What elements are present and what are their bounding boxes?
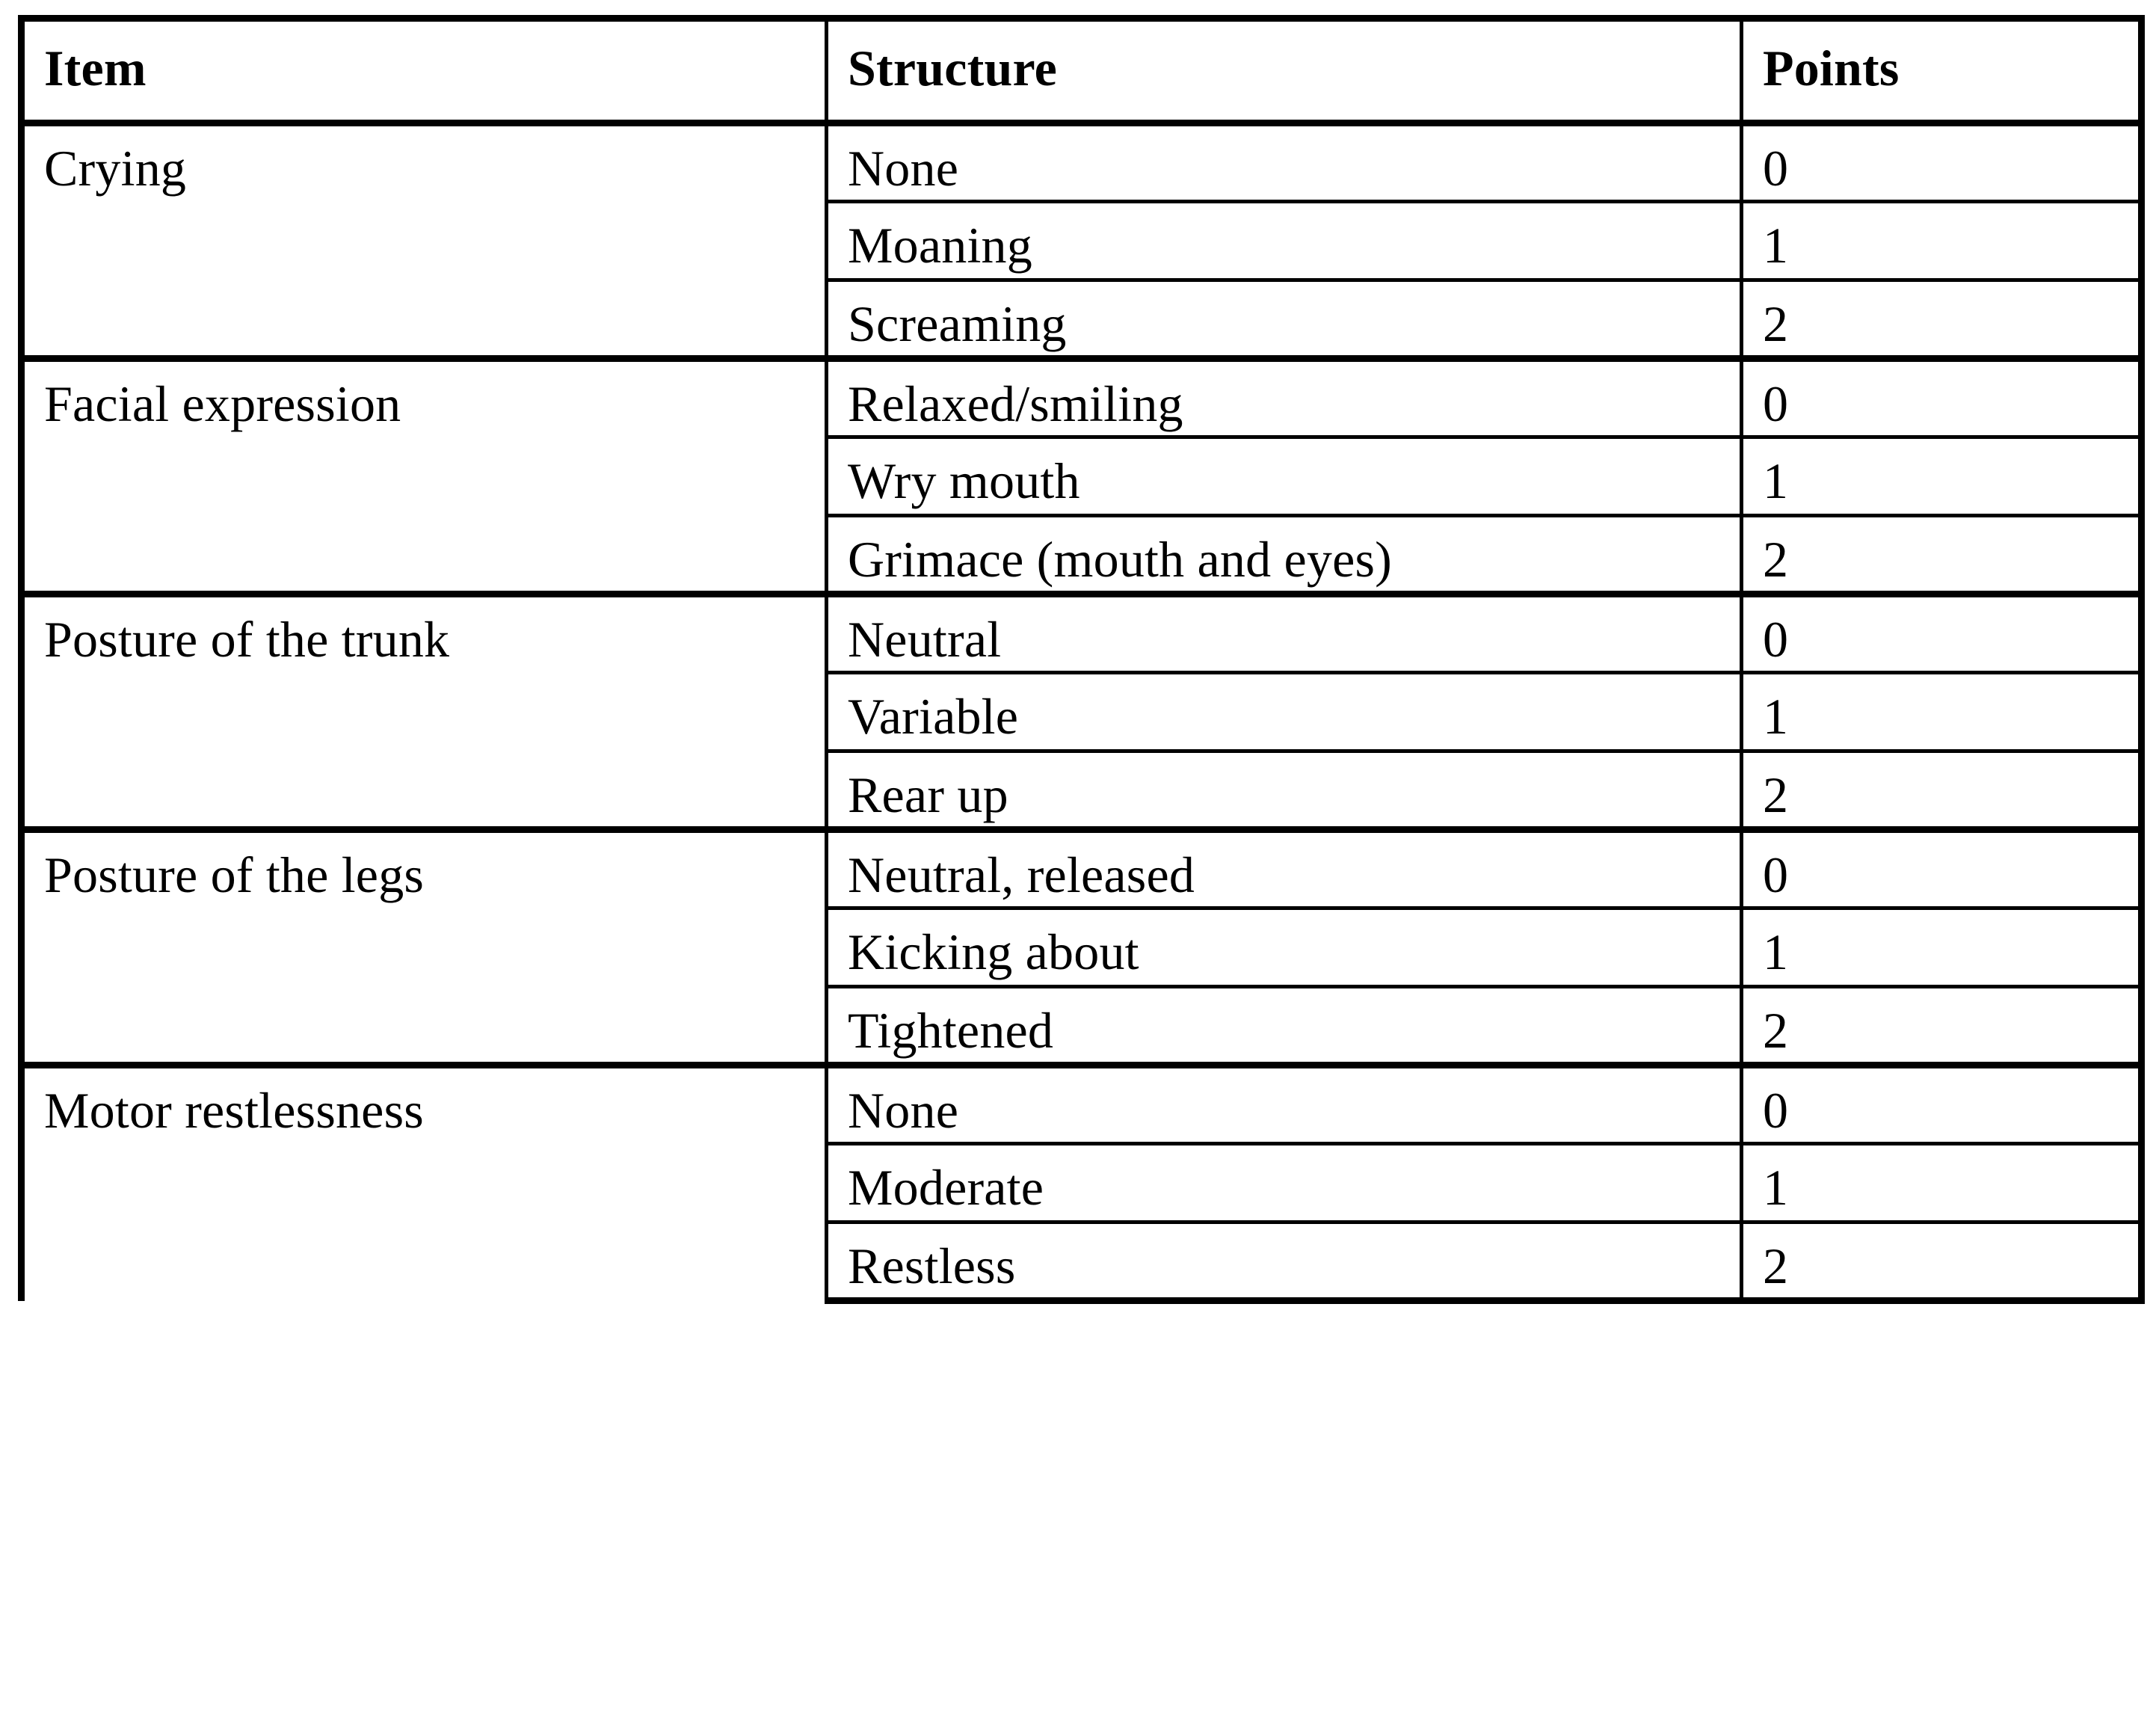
structure-cell: Tightened xyxy=(825,985,1742,1065)
structure-cell: Neutral xyxy=(825,591,1742,673)
structure-cell: Relaxed/smiling xyxy=(825,355,1742,437)
structure-cell: Wry mouth xyxy=(825,435,1742,516)
item-cell: Posture of the legs xyxy=(21,826,827,1065)
item-cell: Motor restlessness xyxy=(21,1062,827,1301)
item-cell: Posture of the trunk xyxy=(21,591,827,830)
structure-cell: Grimace (mouth and eyes) xyxy=(825,514,1742,594)
structure-cell: Rear up xyxy=(825,749,1742,830)
structure-cell: Neutral, released xyxy=(825,826,1742,908)
header-row: Item Structure Points xyxy=(21,15,2142,126)
points-cell: 0 xyxy=(1740,355,2142,437)
points-cell: 1 xyxy=(1740,671,2142,751)
structure-cell: Kicking about xyxy=(825,906,1742,987)
column-header-item: Item xyxy=(21,15,827,126)
points-cell: 2 xyxy=(1740,278,2142,359)
column-header-structure: Structure xyxy=(825,15,1742,126)
structure-cell: Moaning xyxy=(825,200,1742,280)
points-cell: 1 xyxy=(1740,200,2142,280)
column-header-points: Points xyxy=(1740,15,2142,126)
structure-cell: Variable xyxy=(825,671,1742,751)
table-row: Grimace (mouth and eyes)2 xyxy=(22,514,2142,594)
points-cell: 1 xyxy=(1740,906,2142,987)
structure-cell: Moderate xyxy=(825,1142,1742,1223)
structure-cell: None xyxy=(825,1062,1742,1144)
points-cell: 2 xyxy=(1740,985,2142,1065)
points-cell: 0 xyxy=(1740,120,2142,202)
structure-cell: Screaming xyxy=(825,278,1742,359)
points-cell: 0 xyxy=(1740,591,2142,673)
points-cell: 2 xyxy=(1740,514,2142,594)
points-cell: 2 xyxy=(1740,749,2142,830)
points-cell: 0 xyxy=(1740,1062,2142,1144)
table-header: Item Structure Points xyxy=(21,15,2142,126)
item-cell: Crying xyxy=(21,120,827,359)
points-cell: 1 xyxy=(1740,1142,2142,1223)
structure-cell: Restless xyxy=(825,1220,1742,1304)
points-cell: 0 xyxy=(1740,826,2142,908)
structure-cell: None xyxy=(825,120,1742,202)
points-cell: 1 xyxy=(1740,435,2142,516)
points-cell: 2 xyxy=(1740,1220,2142,1304)
item-cell: Facial expression xyxy=(21,355,827,594)
